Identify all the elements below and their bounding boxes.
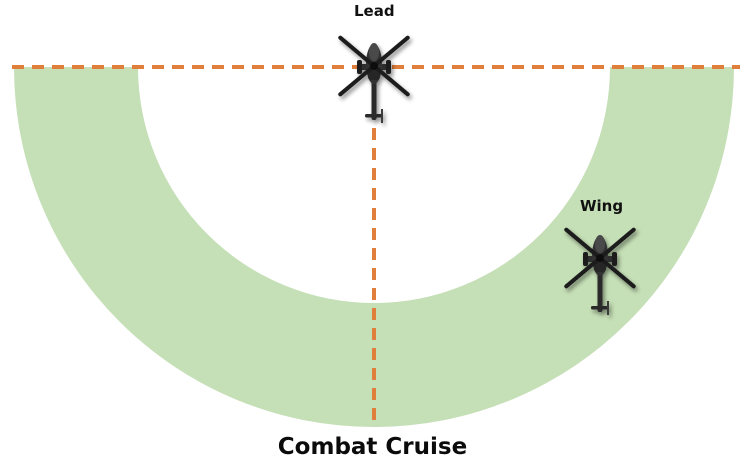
lead-helicopter-icon (337, 34, 411, 123)
diagram-caption: Combat Cruise (277, 434, 468, 460)
maneuver-sector (14, 67, 734, 427)
wing-label: Wing (580, 197, 624, 215)
sector-band (14, 67, 734, 427)
lead-label: Lead (354, 2, 395, 20)
